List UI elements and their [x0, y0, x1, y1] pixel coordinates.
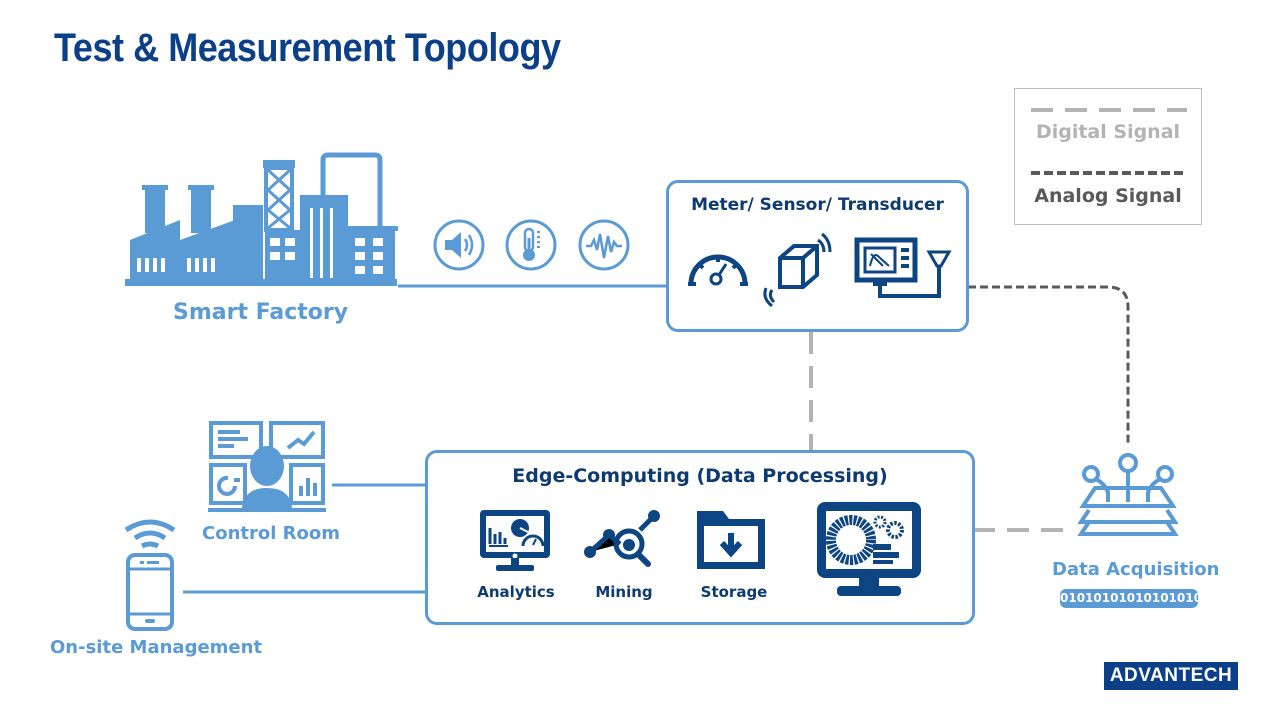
binary-data-badge: 010101010101010101: [1060, 589, 1210, 608]
meter-box-title: Meter/ Sensor/ Transducer: [691, 195, 944, 215]
speaker-icon: [433, 219, 485, 271]
edge-box-title: Edge-Computing (Data Processing): [512, 465, 888, 487]
data-acquisition-icon: [1077, 453, 1179, 536]
storage-label: Storage: [700, 583, 768, 601]
storage-folder-icon: [697, 511, 765, 569]
data-mining-icon: [584, 510, 660, 567]
control-room-label: Control Room: [202, 523, 341, 544]
smart-factory-label: Smart Factory: [173, 300, 349, 325]
vibration-wave-icon: [578, 219, 630, 271]
gauge-icon: [688, 254, 748, 286]
advantech-logo: ADVANTECH: [1104, 662, 1238, 690]
mining-label: Mining: [595, 583, 653, 601]
thermometer-icon: [505, 219, 557, 271]
legend-analog-label: Analog Signal: [1034, 185, 1182, 207]
smartphone-icon: [126, 553, 174, 631]
onsite-management-label: On-site Management: [50, 637, 263, 658]
processing-monitor-icon: [817, 502, 921, 596]
legend-digital-label: Digital Signal: [1035, 121, 1181, 143]
analog-signal-line: [1031, 171, 1187, 175]
vibrating-cube-icon: [763, 232, 832, 308]
analytics-monitor-icon: [480, 510, 550, 571]
control-room-icon: [208, 421, 326, 512]
data-acquisition-label: Data Acquisition: [1052, 559, 1220, 580]
analytics-label: Analytics: [477, 583, 555, 601]
page-title: Test & Measurement Topology: [54, 26, 561, 70]
factory-icon: [125, 152, 398, 286]
legend: Digital Signal Analog Signal: [1014, 88, 1202, 225]
wifi-icon: [124, 519, 176, 549]
meter-to-daq-analog-line: [968, 285, 1130, 445]
oscilloscope-antenna-icon: [854, 237, 952, 298]
digital-signal-line: [1031, 108, 1187, 112]
